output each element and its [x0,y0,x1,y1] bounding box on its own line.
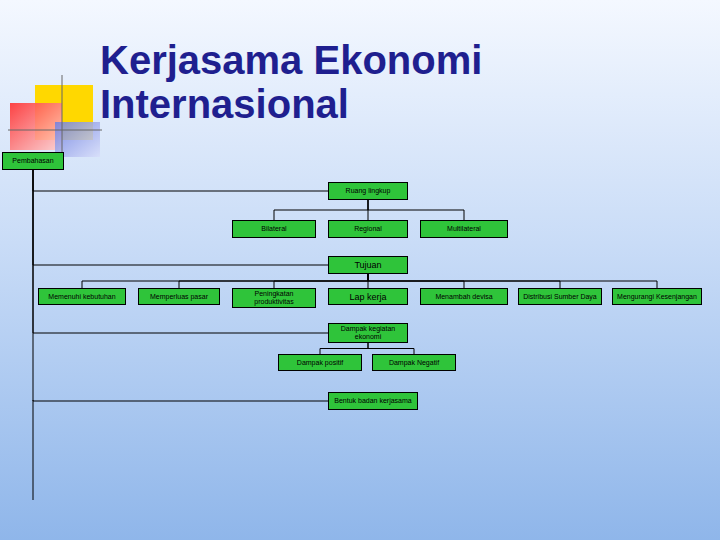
box-label: Mengurangi Kesenjangan [617,293,697,301]
topic-box: Memperluas pasar [138,288,220,305]
topic-box: Mengurangi Kesenjangan [612,288,702,305]
box-label: Distribusi Sumber Daya [523,293,597,301]
box-label: Memenuhi kebutuhan [48,293,115,301]
box-label: Tujuan [354,260,381,270]
tree-connector [368,200,464,220]
trunk-line [33,400,34,500]
tree-connector [320,343,368,354]
tree-connector [33,170,328,265]
tree-connector [368,343,414,354]
tree-connector [33,170,328,333]
deco-line [8,130,102,131]
box-label: Menambah devisa [435,293,492,301]
topic-box: Dampak Negatif [372,354,456,371]
tree-connector [368,274,657,288]
box-label: Memperluas pasar [150,293,208,301]
topic-box: Menambah devisa [420,288,508,305]
topic-box: Bilateral [232,220,316,238]
box-label: Bilateral [261,225,286,233]
tree-connector [179,274,368,288]
slide-title: Kerjasama Ekonomi Internasional [100,38,530,126]
topic-box: Dampak positif [278,354,362,371]
topic-box: Tujuan [328,256,408,274]
tree-connector [33,170,328,191]
topic-box: Regional [328,220,408,238]
topic-box: Distribusi Sumber Daya [518,288,602,305]
tree-connector [274,200,368,220]
topic-box: Bentuk badan kerjasama [328,392,418,410]
box-label: Ruang lingkup [346,187,391,195]
box-label: Dampak Negatif [389,359,439,367]
tree-connector [82,274,368,288]
topic-box: Multilateral [420,220,508,238]
topic-box: Memenuhi kebutuhan [38,288,126,305]
box-label: Lap kerja [349,292,386,302]
box-label: Dampak kegiatan ekonomi [332,325,404,341]
topic-box: Lap kerja [328,288,408,305]
box-label: Peningkatan produktivitas [236,290,312,306]
topic-box: Ruang lingkup [328,182,408,200]
box-label: Multilateral [447,225,481,233]
box-label: Regional [354,225,382,233]
deco-line [62,75,63,160]
topic-box: Pembahasan [2,152,64,170]
topic-box: Peningkatan produktivitas [232,288,316,308]
box-label: Pembahasan [12,157,53,165]
box-label: Dampak positif [297,359,343,367]
tree-connector [274,274,368,288]
box-label: Bentuk badan kerjasama [334,397,411,405]
red-square [10,103,62,150]
topic-box: Dampak kegiatan ekonomi [328,323,408,343]
